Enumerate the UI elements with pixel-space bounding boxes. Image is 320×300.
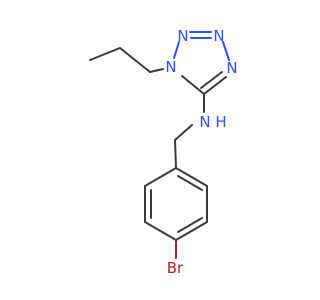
atom-label-n2: N bbox=[177, 27, 188, 45]
bond-c5-n1 bbox=[181, 75, 205, 95]
bond-n1-n2 bbox=[173, 41, 180, 59]
bond-propyl-c3-n1 bbox=[149, 68, 164, 73]
bond-propyl-c1-c2 bbox=[89, 47, 121, 61]
atom-label-n1: N bbox=[165, 58, 176, 76]
atom-label-n4: N bbox=[226, 59, 237, 77]
bond-nh-ch2 bbox=[174, 124, 193, 141]
bond-n4-c5-b bbox=[200, 71, 223, 89]
bond-propyl-c2-c3 bbox=[119, 47, 151, 73]
atom-label-br: Br bbox=[167, 259, 184, 277]
benzene-bond-1 bbox=[175, 167, 208, 187]
molecule-structure: N N N N N H Br bbox=[89, 27, 238, 277]
atom-label-nh-hydrogen: H bbox=[215, 113, 226, 131]
atom-label-n3: N bbox=[213, 27, 224, 45]
benzene-bond-3 bbox=[175, 221, 208, 241]
benzene-bond-6 bbox=[144, 167, 177, 187]
bond-n3-n4 bbox=[222, 41, 230, 61]
benzene-bond-4 bbox=[144, 221, 177, 241]
benzene-bond-1-inner bbox=[177, 175, 203, 191]
atom-label-nh: N bbox=[199, 113, 210, 131]
bond-n4-c5-a bbox=[203, 76, 227, 95]
benzene-bond-3-inner bbox=[177, 217, 203, 233]
bond-ch2-ar bbox=[174, 139, 177, 169]
